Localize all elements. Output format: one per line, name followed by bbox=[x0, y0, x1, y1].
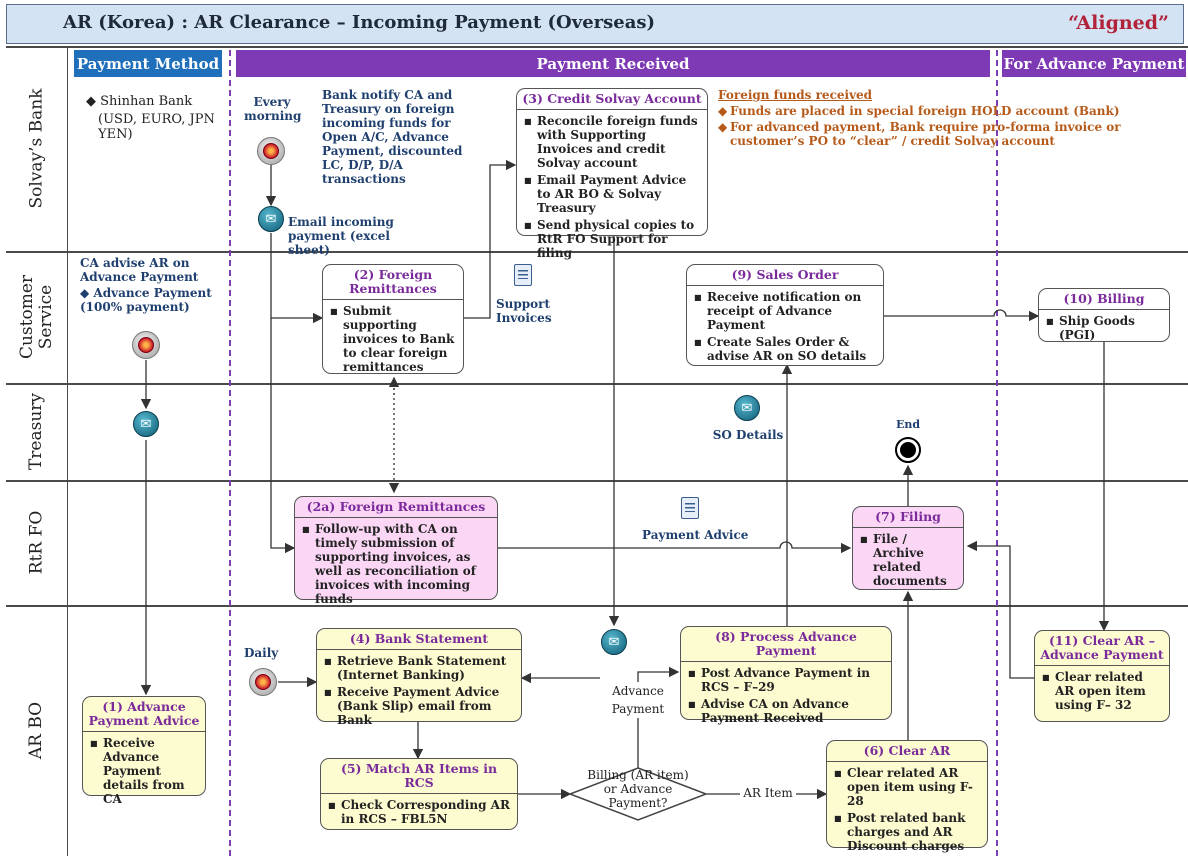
lane-divider bbox=[6, 605, 1188, 607]
mail-icon: ✉ bbox=[601, 629, 627, 655]
clear-ar-item: Post related bank charges and AR Discoun… bbox=[834, 811, 981, 853]
credit-solvay-item: Reconcile foreign funds with Supporting … bbox=[524, 114, 701, 170]
billing-title: (10) Billing bbox=[1039, 289, 1169, 310]
bank-statement-item: Retrieve Bank Statement (Internet Bankin… bbox=[324, 654, 515, 682]
sales-order-title: (9) Sales Order bbox=[687, 265, 883, 286]
process-advance-payment-box: (8) Process Advance Payment Post Advance… bbox=[680, 626, 892, 725]
advance-payment-advice-box: (1) Advance Payment Advice Receive Advan… bbox=[82, 696, 206, 806]
mail-icon: ✉ bbox=[734, 395, 760, 421]
clock-icon bbox=[132, 331, 160, 359]
clear-ar-item: Clear related AR open item using F-28 bbox=[834, 766, 981, 808]
column-separator bbox=[229, 50, 231, 856]
header-for-advance-payment: For Advance Payment bbox=[1002, 50, 1186, 77]
bank-statement-title: (4) Bank Statement bbox=[317, 629, 521, 650]
end-icon bbox=[895, 437, 921, 463]
so-details-label: SO Details bbox=[712, 428, 784, 442]
clock-icon bbox=[249, 668, 277, 696]
mail-icon: ✉ bbox=[133, 411, 159, 437]
page-title: AR (Korea) : AR Clearance – Incoming Pay… bbox=[63, 12, 656, 33]
bank-statement-item: Receive Payment Advice (Bank Slip) email… bbox=[324, 685, 515, 727]
mail-icon: ✉ bbox=[258, 206, 284, 232]
process-advance-payment-item: Advise CA on Advance Payment Received bbox=[688, 697, 885, 725]
sales-order-item: Receive notification on receipt of Advan… bbox=[694, 290, 877, 332]
bank-statement-box: (4) Bank Statement Retrieve Bank Stateme… bbox=[316, 628, 522, 727]
lane-divider bbox=[6, 383, 1188, 385]
bank-name: ◆ Shinhan Bank bbox=[86, 94, 193, 109]
credit-solvay-item: Send physical copies to RtR FO Support f… bbox=[524, 218, 701, 260]
lane-divider bbox=[6, 480, 1188, 482]
sales-order-box: (9) Sales Order Receive notification on … bbox=[686, 264, 884, 366]
ar-item-branch-label: AR Item bbox=[740, 786, 796, 801]
foreign-remittances-2a-box: (2a) Foreign Remittances Follow-up with … bbox=[294, 496, 498, 606]
credit-solvay-box: (3) Credit Solvay Account Reconcile fore… bbox=[516, 88, 708, 260]
support-invoices-label: Support Invoices bbox=[496, 297, 552, 325]
document-icon bbox=[514, 264, 532, 286]
clear-ar-box: (6) Clear AR Clear related AR open item … bbox=[826, 740, 988, 853]
credit-solvay-title: (3) Credit Solvay Account bbox=[517, 89, 707, 110]
process-advance-payment-item: Post Advance Payment in RCS – F–29 bbox=[688, 666, 885, 694]
billing-box: (10) Billing Ship Goods (PGI) bbox=[1038, 288, 1170, 342]
payment-advice-label: Payment Advice bbox=[642, 528, 749, 542]
process-advance-payment-title: (8) Process Advance Payment bbox=[681, 627, 891, 662]
clear-ar-title: (6) Clear AR bbox=[827, 741, 987, 762]
filing-item: File / Archive related documents bbox=[860, 532, 957, 588]
every-morning-label: Every morning bbox=[244, 95, 302, 123]
sales-order-item: Create Sales Order & advise AR on SO det… bbox=[694, 335, 877, 363]
title-bar: AR (Korea) : AR Clearance – Incoming Pay… bbox=[6, 4, 1184, 44]
email-incoming-label: Email incoming payment (excel sheet) bbox=[288, 215, 394, 257]
bank-currencies: (USD, EURO, JPN YEN) bbox=[98, 112, 215, 142]
ca-advise-bullet: ◆ Advance Payment (100% payment) bbox=[80, 286, 212, 314]
lane-divider bbox=[6, 46, 1188, 48]
header-payment-method: Payment Method bbox=[74, 50, 222, 77]
clock-icon bbox=[257, 137, 285, 165]
advance-payment-advice-item: Receive Advance Payment details from CA bbox=[90, 736, 199, 806]
ca-advise-text: CA advise AR on Advance Payment bbox=[80, 256, 199, 284]
billing-item: Ship Goods (PGI) bbox=[1046, 314, 1163, 342]
column-separator bbox=[996, 50, 998, 856]
match-ar-title: (5) Match AR Items in RCS bbox=[321, 759, 517, 794]
credit-solvay-item: Email Payment Advice to AR BO & Solvay T… bbox=[524, 173, 701, 215]
status-label: “Aligned” bbox=[1068, 12, 1169, 34]
advance-payment-branch-label: Advance Payment bbox=[600, 682, 676, 718]
header-payment-received: Payment Received bbox=[236, 50, 990, 77]
end-label: End bbox=[895, 418, 921, 431]
foreign-funds-item: ◆Funds are placed in special foreign HOL… bbox=[718, 104, 1120, 118]
match-ar-box: (5) Match AR Items in RCS Check Correspo… bbox=[320, 758, 518, 830]
foreign-remittances-2a-item: Follow-up with CA on timely submission o… bbox=[302, 522, 491, 606]
foreign-funds-heading: Foreign funds received bbox=[718, 88, 873, 102]
foreign-remittances-item: Submit supporting invoices to Bank to cl… bbox=[330, 304, 457, 374]
filing-title: (7) Filing bbox=[853, 507, 963, 528]
clear-ar-advance-item: Clear related AR open item using F– 32 bbox=[1042, 670, 1163, 712]
decision-text: Billing (AR item) or Advance Payment? bbox=[587, 768, 689, 810]
match-ar-item: Check Corresponding AR in RCS – FBL5N bbox=[328, 798, 511, 826]
daily-label: Daily bbox=[244, 646, 279, 660]
advance-payment-advice-title: (1) Advance Payment Advice bbox=[83, 697, 205, 732]
clear-ar-advance-title: (11) Clear AR – Advance Payment bbox=[1035, 631, 1169, 666]
foreign-funds-item: ◆For advanced payment, Bank require pro-… bbox=[718, 120, 1121, 148]
bank-notify-text: Bank notify CA and Treasury on foreign i… bbox=[322, 88, 463, 186]
foreign-remittances-title: (2) Foreign Remittances bbox=[323, 265, 463, 300]
foreign-remittances-box: (2) Foreign Remittances Submit supportin… bbox=[322, 264, 464, 374]
lane-label-column bbox=[6, 46, 68, 856]
foreign-funds-note: Foreign funds received ◆Funds are placed… bbox=[718, 88, 1138, 148]
foreign-remittances-2a-title: (2a) Foreign Remittances bbox=[295, 497, 497, 518]
clear-ar-advance-box: (11) Clear AR – Advance Payment Clear re… bbox=[1034, 630, 1170, 722]
filing-box: (7) Filing File / Archive related docume… bbox=[852, 506, 964, 590]
document-icon bbox=[681, 497, 699, 519]
